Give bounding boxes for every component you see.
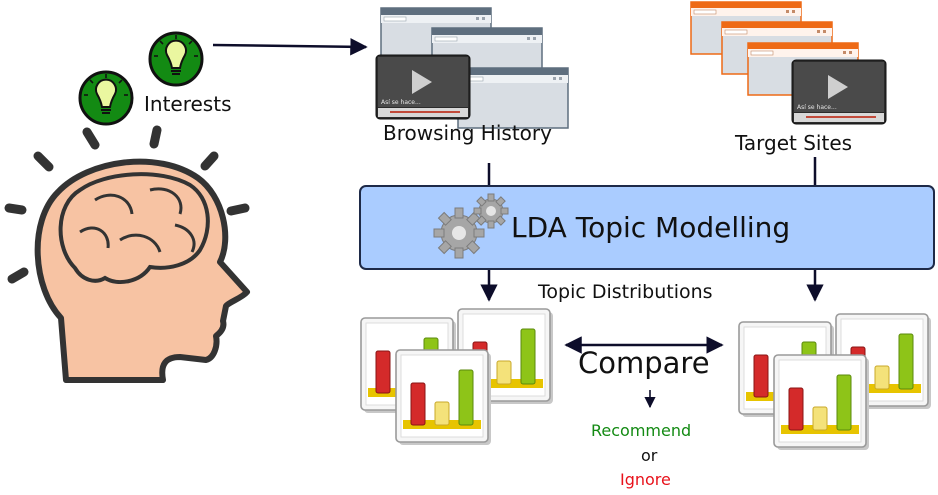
target-sites-label: Target Sites xyxy=(735,131,853,155)
topic-distributions-label: Topic Distributions xyxy=(538,281,713,303)
interests-arrow xyxy=(212,38,368,56)
lightbulb-icon xyxy=(78,70,134,126)
or-label: or xyxy=(641,446,658,465)
lightbulb-icon xyxy=(148,31,204,87)
lda-label: LDA Topic Modelling xyxy=(511,211,791,244)
ignore-label: Ignore xyxy=(620,470,671,489)
bar-chart-icon xyxy=(773,354,870,451)
video-caption: Así se hace... xyxy=(797,104,837,111)
head-brain-icon xyxy=(4,125,250,383)
gears-icon xyxy=(433,193,509,259)
video-player-icon: Así se hace... xyxy=(791,59,887,125)
interests-label: Interests xyxy=(144,92,232,116)
target-sites-windows: Así se hace... xyxy=(690,1,887,125)
compare-label: Compare xyxy=(578,346,710,380)
browsing-history-windows: Así se hace... xyxy=(375,7,569,129)
bar-chart-icon xyxy=(395,349,492,446)
recommend-label: Recommend xyxy=(591,421,692,440)
target-topic-charts xyxy=(738,313,932,451)
history-topic-charts xyxy=(360,308,554,446)
browser-window-icon xyxy=(457,67,569,129)
lda-box: LDA Topic Modelling xyxy=(359,185,935,270)
video-caption: Así se hace... xyxy=(381,99,421,106)
browsing-history-label: Browsing History xyxy=(383,121,552,145)
video-player-icon: Así se hace... xyxy=(375,54,471,120)
